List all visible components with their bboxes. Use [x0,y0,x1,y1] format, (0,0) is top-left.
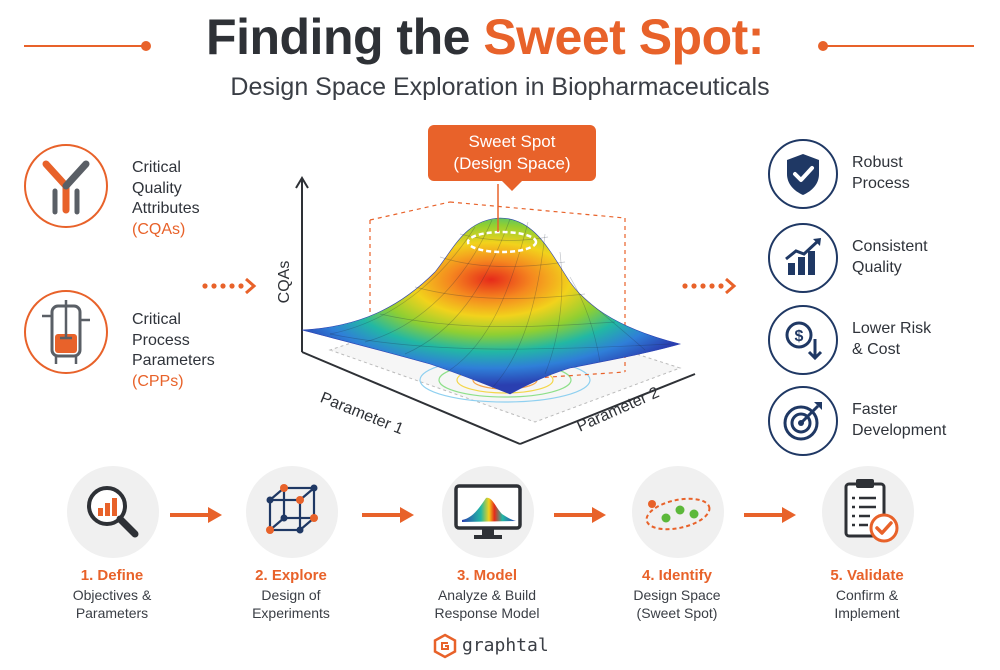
outcome-faster-development: Faster Development [768,386,988,456]
step-model-title: 3. Model [456,567,517,584]
input-cqas-line2: Quality [132,179,182,197]
input-cpps-abbr: (CPPs) [132,372,184,390]
outcome-consistent-line2: Quality [852,259,902,276]
step-validate-title: 5. Validate [830,567,904,584]
x-axis-line [301,351,521,445]
title-main: Finding the [206,9,484,65]
input-cqas-label: Critical Quality Attributes (CQAs) [132,158,200,240]
step-model-desc1: Analyze & Build [437,587,537,603]
step-identify-desc1: Design Space [633,587,721,603]
step-arrow-2 [362,507,414,523]
shield-check-icon [768,139,838,209]
step-explore-desc: Design of Experiments [206,586,376,622]
outcome-robust-line2: Process [852,175,910,192]
title-row: Finding the Sweet Spot: [0,6,1000,68]
x-axis-label: Parameter 1 [318,389,406,438]
step-validate-desc1: Confirm & [835,587,899,603]
input-cqas: Critical Quality Attributes (CQAs) [24,144,224,244]
dollar-down-icon: $ [768,305,838,375]
title-dot-left [141,41,151,51]
input-cpps-line1: Critical [132,311,181,328]
target-arrow-icon [768,386,838,456]
outcome-faster-label: Faster Development [852,399,946,441]
input-dotted-arrow [202,277,257,295]
y-axis-label: CQAs [276,261,293,304]
cluster-points-icon [632,466,724,558]
outcome-lower-risk: $ Lower Risk & Cost [768,305,988,375]
step-validate-desc: Confirm & Implement [782,586,952,622]
input-cqas-line3: Attributes [132,200,200,217]
title-accent: Sweet Spot: [483,9,764,65]
input-cpps-line3: Parameters [132,352,215,369]
step-explore-title: 2. Explore [255,567,327,584]
response-surface [301,217,682,395]
step-define-desc: Objectives & Parameters [27,586,197,622]
response-surface-plot: CQAs Parameter 1 Parameter 2 [276,176,696,445]
input-cpps: Critical Process Parameters (CPPs) [24,290,224,390]
step-define-desc2: Parameters [75,605,149,621]
outcome-lower-risk-line2: & Cost [852,341,901,358]
step-define-desc1: Objectives & [72,587,152,603]
outcome-consistent-label: Consistent Quality [852,236,928,278]
step-explore-desc1: Design of [261,587,321,603]
title-rule-left [24,45,142,47]
magnifier-chart-icon [67,466,159,558]
outcome-faster-line2: Development [852,422,947,439]
step-validate-desc2: Implement [834,605,900,621]
sweet-spot-marker [466,230,538,254]
bioreactor-icon [24,290,108,374]
outcome-robust-line1: Robust [852,154,903,171]
step-identify-desc: Design Space (Sweet Spot) [592,586,762,622]
output-dotted-arrow [682,277,737,295]
outcome-faster-line1: Faster [852,401,898,418]
page-subtitle: Design Space Exploration in Biopharmaceu… [230,73,770,101]
outcome-consistent-line1: Consistent [852,238,928,255]
outcome-lower-risk-label: Lower Risk & Cost [852,318,931,360]
outcome-consistent-quality: Consistent Quality [768,223,988,293]
outcome-robust-process: Robust Process [768,139,988,209]
bar-chart-up-icon [768,223,838,293]
surface-mesh [329,218,671,389]
antibody-icon [24,144,108,228]
step-define-title: 1. Define [80,567,144,584]
brand-name: graphtal [462,635,549,656]
brand-logo: graphtal [432,633,582,661]
outcome-robust-label: Robust Process [852,152,910,194]
title-dot-right [818,41,828,51]
hexagon-logo-icon [433,633,457,659]
input-cqas-abbr: (CQAs) [132,220,186,238]
step-arrow-4 [744,507,796,523]
input-cpps-line2: Process [132,331,190,349]
step-model-desc: Analyze & Build Response Model [402,586,572,622]
svg-text:$: $ [795,328,804,345]
cube-network-icon [246,466,338,558]
input-cqas-line1: Critical [132,159,181,176]
callout-line2: (Design Space) [453,154,571,173]
step-arrow-3 [554,507,606,523]
outcome-lower-risk-line1: Lower Risk [852,320,932,337]
input-cpps-label: Critical Process Parameters (CPPs) [132,310,215,392]
monitor-surface-icon [442,466,534,558]
y-axis-arrowhead [295,176,309,189]
page-title: Finding the Sweet Spot: [160,8,810,66]
z-axis-line [519,373,696,445]
sweet-spot-callout: Sweet Spot (Design Space) [428,125,596,191]
callout-line1: Sweet Spot [468,132,556,151]
clipboard-check-icon [822,466,914,558]
step-identify-title: 4. Identify [641,567,712,584]
title-rule-right [824,45,974,47]
step-identify-desc2: (Sweet Spot) [636,605,718,621]
step-model-desc2: Response Model [434,605,540,621]
step-explore-desc2: Experiments [252,605,330,621]
step-arrow-1 [170,507,222,523]
